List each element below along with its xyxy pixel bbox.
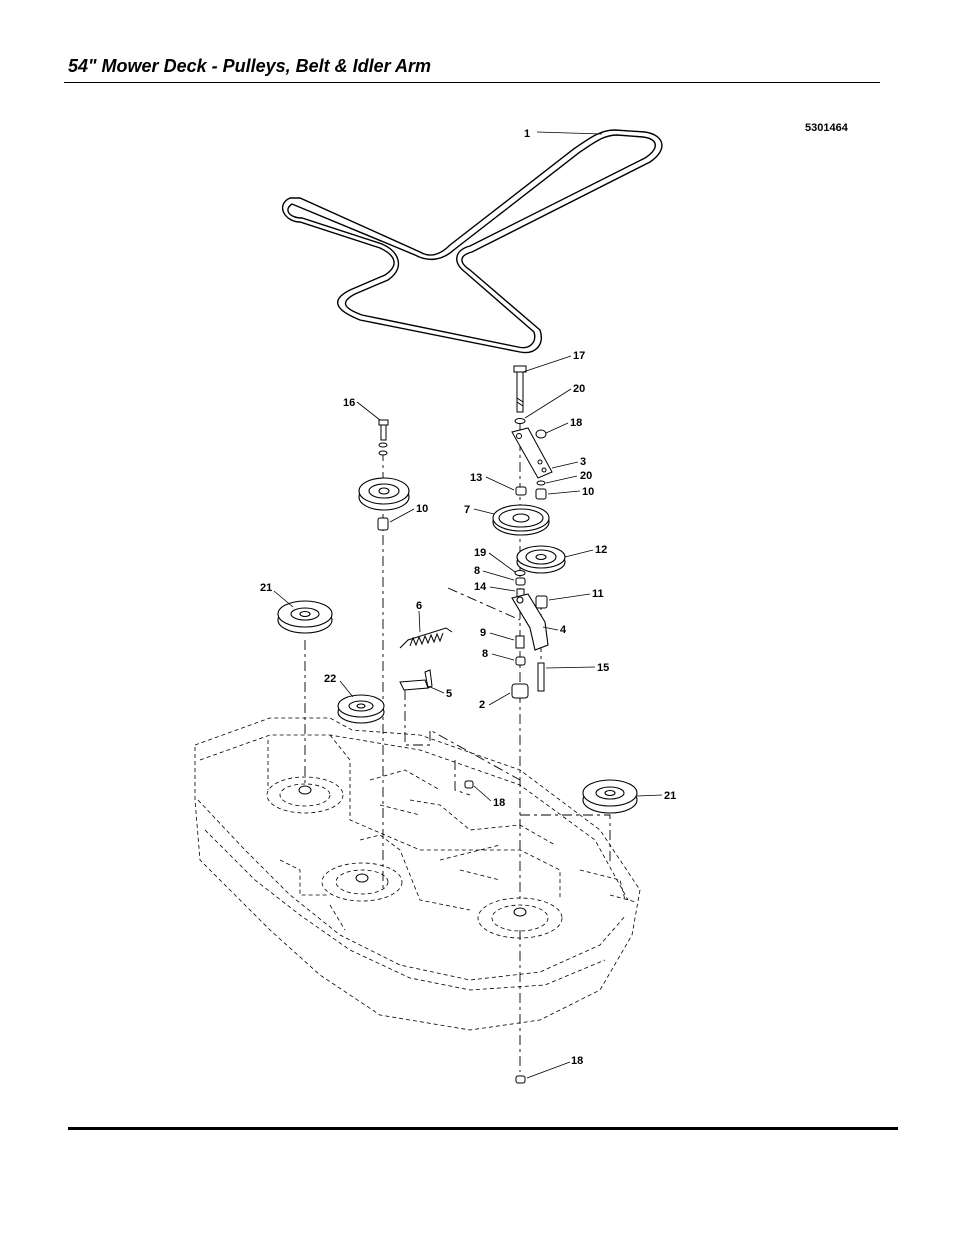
- callout-15: 15: [597, 662, 609, 674]
- callout-22: 22: [324, 673, 336, 685]
- callout-18: 18: [570, 417, 582, 429]
- callout-1: 1: [524, 128, 530, 140]
- callout-leaders: [273, 131, 663, 1079]
- drive-belt: [281, 129, 663, 354]
- bolt-16: [378, 419, 389, 456]
- callout-8b: 8: [482, 648, 488, 660]
- callout-6: 6: [416, 600, 422, 612]
- callout-2: 2: [479, 699, 485, 711]
- callout-21b: 21: [664, 790, 676, 802]
- callout-9: 9: [480, 627, 486, 639]
- spring-6: [399, 627, 453, 649]
- idler-bracket-3: [511, 427, 553, 479]
- callout-3: 3: [580, 456, 586, 468]
- washer-20: [514, 418, 526, 424]
- callout-7: 7: [464, 504, 470, 516]
- callout-10: 10: [416, 503, 428, 515]
- callout-13: 13: [470, 472, 482, 484]
- nut-13: [515, 486, 527, 496]
- nut-18: [535, 429, 547, 439]
- callout-20b: 20: [580, 470, 592, 482]
- drawing-id: 5301464: [805, 122, 848, 134]
- pulley-7: [492, 504, 550, 536]
- callout-labels: 1 17 20 16 18 3 20 13 10 7 10 19 12 8 14…: [260, 128, 676, 1067]
- nut-18-mid: [464, 780, 474, 789]
- assembly-centerlines: [304, 420, 611, 1072]
- nut-8: [515, 656, 526, 666]
- callout-5: 5: [446, 688, 452, 700]
- callout-16: 16: [343, 397, 355, 409]
- mower-deck: [194, 717, 641, 1031]
- page-title: 54" Mower Deck - Pulleys, Belt & Idler A…: [68, 56, 431, 76]
- pulley-21-left: [277, 600, 333, 634]
- spacer-9: [515, 635, 525, 649]
- washer-20b: [536, 480, 546, 486]
- pulley-21-right: [582, 779, 638, 814]
- header-rule: [64, 82, 880, 83]
- callout-18b: 18: [493, 797, 505, 809]
- bracket-5: [399, 669, 433, 691]
- pulley-12: [516, 545, 566, 574]
- footer-rule: [68, 1127, 898, 1130]
- callout-10b: 10: [582, 486, 594, 498]
- bushing-2: [511, 683, 529, 699]
- callout-8: 8: [474, 565, 480, 577]
- spacer-10: [377, 517, 389, 531]
- pulley-22: [337, 694, 385, 724]
- callout-17: 17: [573, 350, 585, 362]
- nut-18-bottom: [515, 1075, 526, 1084]
- callout-11: 11: [592, 588, 604, 600]
- bolt-15: [537, 662, 545, 692]
- callout-14: 14: [474, 581, 487, 593]
- callout-4: 4: [560, 624, 567, 636]
- bolt-17: [513, 365, 527, 413]
- spacer-10b: [535, 488, 547, 500]
- callout-18c: 18: [571, 1055, 583, 1067]
- callout-20: 20: [573, 383, 585, 395]
- callout-12: 12: [595, 544, 607, 556]
- callout-21: 21: [260, 582, 272, 594]
- pulley-left-idler: [358, 477, 410, 511]
- idler-arm-4: [511, 593, 549, 651]
- deck-spindles: [298, 785, 527, 917]
- callout-19: 19: [474, 547, 486, 559]
